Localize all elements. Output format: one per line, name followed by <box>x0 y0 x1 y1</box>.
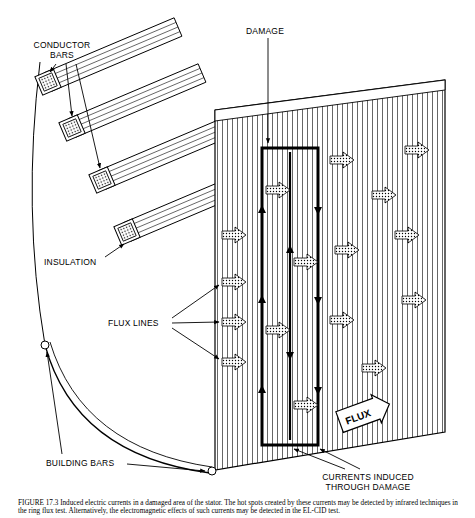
flux-arrow <box>405 142 429 158</box>
leader-line <box>172 285 219 318</box>
leader-line <box>47 352 62 454</box>
lamination-line <box>100 120 230 175</box>
leader-line <box>294 449 345 469</box>
flux-arrow <box>335 242 359 258</box>
leader-line <box>105 244 124 257</box>
lamination-line <box>72 73 202 128</box>
current-arrow <box>314 297 322 305</box>
leader-line <box>320 449 360 469</box>
leader-line <box>127 464 205 471</box>
flux-arrow <box>395 227 419 243</box>
part-label: FLUX LINES <box>108 318 159 328</box>
part-label: CONDUCTOR BARS <box>30 40 94 60</box>
stator-core <box>215 80 445 470</box>
current-loop <box>262 148 318 445</box>
leader-line <box>172 322 219 323</box>
lamination-line <box>102 125 232 180</box>
label-slot: FLUX LINES <box>108 318 159 328</box>
flux-arrow <box>222 314 246 330</box>
building-bar-end <box>208 467 216 475</box>
building-bar-end <box>41 341 49 349</box>
leader-line <box>172 328 219 359</box>
label-slot: DAMAGE <box>246 26 284 36</box>
flux-arrow <box>294 254 318 270</box>
flux-arrow <box>266 182 290 198</box>
current-arrow <box>258 385 266 393</box>
flux-arrow <box>294 397 318 413</box>
insulation <box>59 115 85 141</box>
flux-arrow <box>222 227 246 243</box>
leader-lines <box>47 38 360 471</box>
conductor-bar <box>114 219 140 245</box>
conductor <box>39 73 57 91</box>
figure-caption: FIGURE 17.3 Induced electric currents in… <box>18 499 458 515</box>
label-slot: INSULATION <box>44 257 96 267</box>
flux-arrow <box>266 322 290 338</box>
conductor-bar <box>59 115 85 141</box>
flux-label: FLUX <box>338 407 372 428</box>
leader-line <box>66 64 72 116</box>
flux-arrow <box>330 312 354 328</box>
leader-line <box>50 64 56 72</box>
core-top-edge <box>215 80 445 121</box>
conductor-bar <box>89 167 115 193</box>
part-label: CURRENTS INDUCED THROUGH DAMAGE <box>312 472 424 492</box>
current-arrow <box>258 295 266 303</box>
label-slot: CONDUCTOR BARS <box>30 40 94 60</box>
current-arrow <box>258 205 266 213</box>
lamination-line <box>70 68 200 123</box>
insulation <box>114 219 140 245</box>
insulation <box>89 167 115 193</box>
part-label: DAMAGE <box>246 26 284 36</box>
building-bar <box>50 342 212 467</box>
slot-band <box>68 64 206 137</box>
conductor-bar <box>35 69 61 95</box>
flux-arrow <box>222 354 246 370</box>
conductor <box>118 223 136 241</box>
insulation <box>35 69 61 95</box>
current-arrow <box>286 245 294 253</box>
flux-arrow <box>362 360 386 376</box>
current-arrow <box>314 387 322 395</box>
flux-arrow <box>402 292 426 308</box>
arrow-shape <box>334 390 394 436</box>
conductor <box>93 171 111 189</box>
current-path <box>289 152 291 440</box>
conductor <box>63 119 81 137</box>
part-label: INSULATION <box>44 257 96 267</box>
building-bar <box>45 345 210 473</box>
leader-line <box>268 38 269 143</box>
stator-back <box>32 62 45 345</box>
label-slot: CURRENTS INDUCED THROUGH DAMAGE <box>312 472 424 492</box>
flux-arrow <box>372 187 396 203</box>
leader-line <box>76 64 100 168</box>
lamination-line <box>74 78 204 133</box>
current-arrow <box>286 352 294 360</box>
label-slot: BUILDING BARS <box>46 458 114 468</box>
current-arrow <box>314 207 322 215</box>
flux-arrow <box>330 152 354 168</box>
part-label: BUILDING BARS <box>46 458 114 468</box>
flux-arrow <box>222 274 246 290</box>
